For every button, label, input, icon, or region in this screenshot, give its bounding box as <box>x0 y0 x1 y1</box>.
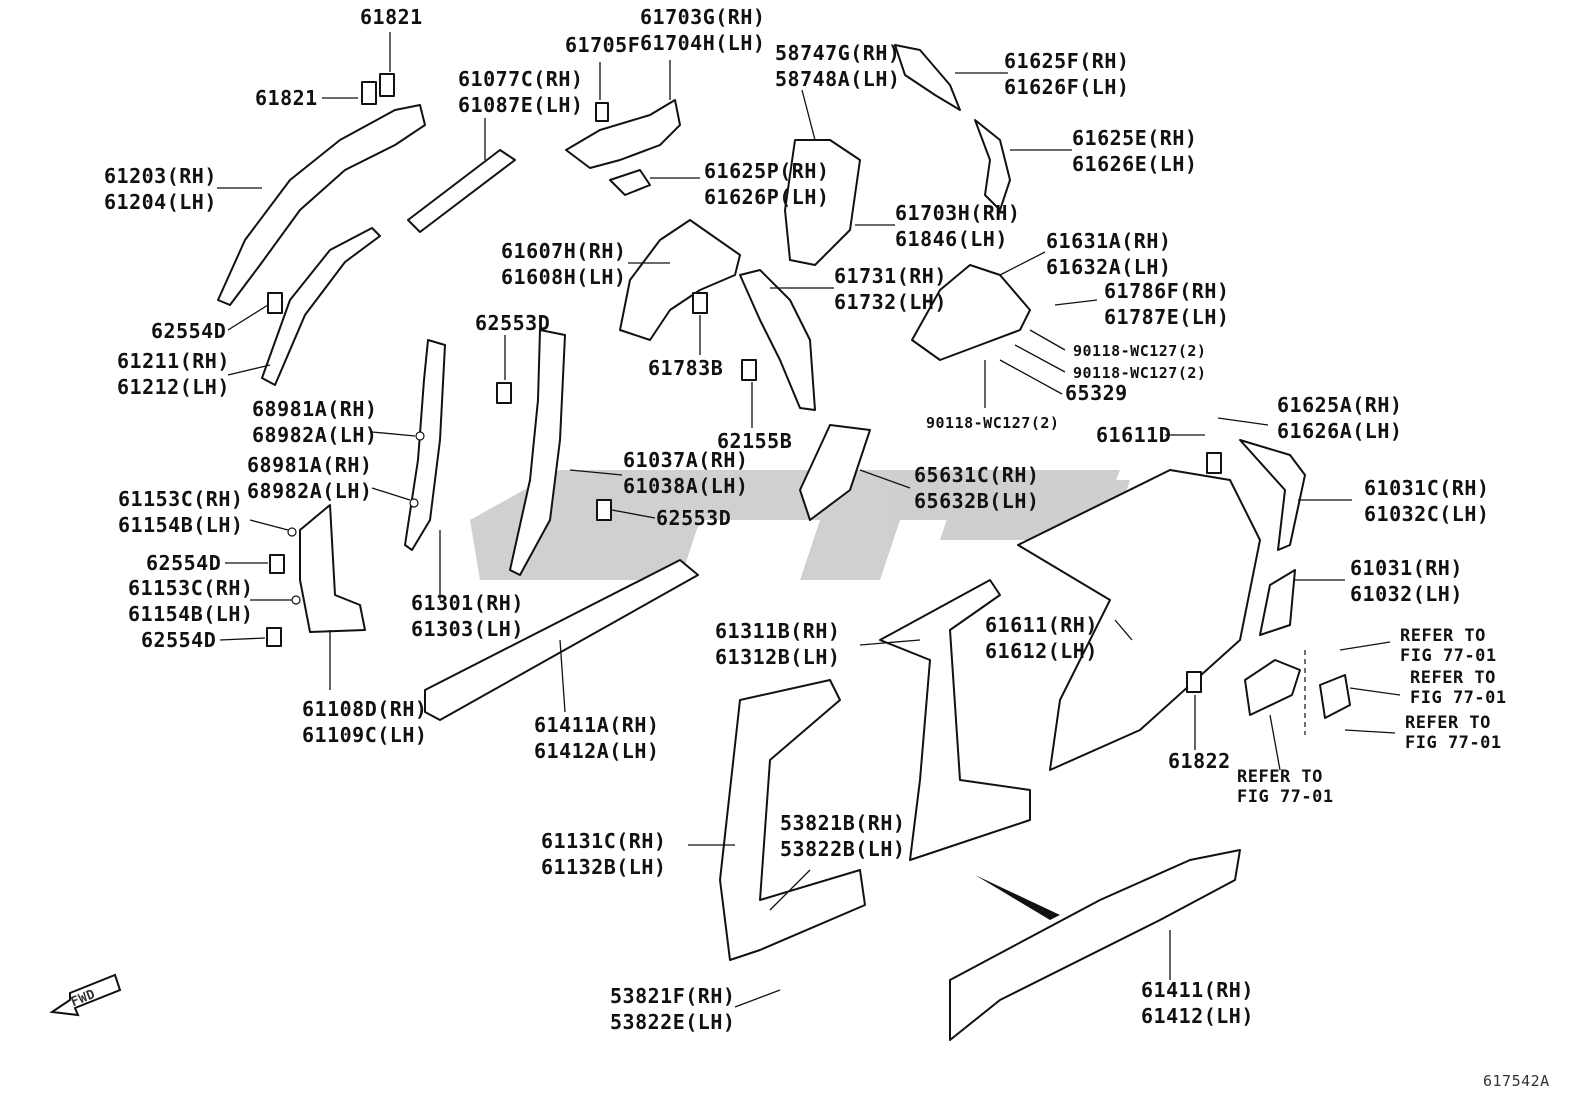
quarter-bracket-upper-part <box>894 44 961 111</box>
part-label-62155B: 62155B <box>717 429 793 453</box>
part-label-61703H: 61703H(RH) 61846(LH) <box>895 201 1021 251</box>
part-label-61631A: 61631A(RH) 61632A(LH) <box>1046 229 1172 279</box>
pad-part <box>692 292 708 314</box>
refer-label-1: REFER TO FIG 77-01 <box>1400 626 1497 666</box>
part-label-90118-b: 90118-WC127(2) <box>1073 364 1207 382</box>
part-label-68981A-b: 68981A(RH) 68982A(LH) <box>247 453 373 503</box>
pad-part <box>741 359 757 381</box>
fuel-housing-part <box>1319 674 1351 719</box>
b-pillar-reinforcement-part <box>509 329 566 576</box>
outer-wheel-arch-part <box>739 269 816 411</box>
part-label-58747G: 58747G(RH) 58748A(LH) <box>775 41 901 91</box>
inner-wheel-arch-part <box>619 219 741 341</box>
pad-part <box>267 292 283 314</box>
fuel-lid-part <box>1244 659 1301 716</box>
part-label-53821F: 53821F(RH) 53822E(LH) <box>610 984 736 1034</box>
part-label-61031C: 61031C(RH) 61032C(LH) <box>1364 476 1490 526</box>
refer-label-3: REFER TO FIG 77-01 <box>1405 713 1502 753</box>
a-pillar-rail-part <box>217 104 426 306</box>
roof-side-rail-part <box>261 227 381 386</box>
part-label-65631C: 65631C(RH) 65632B(LH) <box>914 463 1040 513</box>
part-label-61611: 61611(RH) 61612(LH) <box>985 613 1098 663</box>
part-label-61311B: 61311B(RH) 61312B(LH) <box>715 619 841 669</box>
clip-part <box>409 498 419 508</box>
part-label-61203: 61203(RH) 61204(LH) <box>104 164 217 214</box>
part-label-61301: 61301(RH) 61303(LH) <box>411 591 524 641</box>
refer-label-2: REFER TO FIG 77-01 <box>1410 668 1507 708</box>
part-label-61821-side: 61821 <box>255 86 318 110</box>
part-label-62554D-b: 62554D <box>146 551 222 575</box>
part-label-65329: 65329 <box>1065 381 1128 405</box>
part-label-61131C: 61131C(RH) 61132B(LH) <box>541 829 667 879</box>
part-label-62554D-a: 62554D <box>151 319 227 343</box>
part-label-61607H: 61607H(RH) 61608H(LH) <box>501 239 627 289</box>
clip-part <box>287 527 297 537</box>
refer-label-4: REFER TO FIG 77-01 <box>1237 767 1334 807</box>
pad-part <box>361 81 377 105</box>
b-pillar-outer-part <box>404 339 446 551</box>
rear-pillar-part <box>1239 439 1306 551</box>
part-label-61822: 61822 <box>1168 749 1231 773</box>
part-label-61037A: 61037A(RH) 61038A(LH) <box>623 448 749 498</box>
part-label-61211: 61211(RH) 61212(LH) <box>117 349 230 399</box>
part-label-61625A: 61625A(RH) 61626A(LH) <box>1277 393 1403 443</box>
part-label-61783B: 61783B <box>648 356 724 380</box>
part-label-53821B: 53821B(RH) 53822B(LH) <box>780 811 906 861</box>
part-label-61153C-b: 61153C(RH) 61154B(LH) <box>128 576 254 626</box>
part-label-61031: 61031(RH) 61032(LH) <box>1350 556 1463 606</box>
clip-part <box>415 431 425 441</box>
rocker-outer-part <box>949 849 1241 1041</box>
rear-corner-part <box>1259 569 1296 636</box>
part-label-68981A-a: 68981A(RH) 68982A(LH) <box>252 397 378 447</box>
part-label-62554D-c: 62554D <box>141 628 217 652</box>
part-label-61108D: 61108D(RH) 61109C(LH) <box>302 697 428 747</box>
diagram-code: 617542A <box>1483 1072 1550 1090</box>
part-label-61153C-a: 61153C(RH) 61154B(LH) <box>118 487 244 537</box>
pad-part <box>595 102 609 122</box>
roof-rail-reinforcement-part <box>407 149 516 233</box>
front-pillar-lower-part <box>299 504 366 633</box>
pad-part <box>1206 452 1222 474</box>
part-label-62553D-b: 62553D <box>656 506 732 530</box>
pad-part <box>596 499 612 521</box>
part-label-90118-a: 90118-WC127(2) <box>1073 342 1207 360</box>
fwd-arrow-icon <box>49 973 122 1017</box>
part-label-61705F: 61705F <box>565 33 641 57</box>
pad-part <box>379 73 395 97</box>
pad-part <box>1186 671 1202 693</box>
part-label-61077C: 61077C(RH) 61087E(LH) <box>458 67 584 117</box>
pad-part <box>266 627 282 647</box>
pad-part <box>269 554 285 574</box>
part-label-90118-c: 90118-WC127(2) <box>926 414 1060 432</box>
front-pillar-outer-part <box>719 679 866 961</box>
part-label-61786F: 61786F(RH) 61787E(LH) <box>1104 279 1230 329</box>
wheelhouse-extension-part <box>565 99 681 169</box>
part-label-61411A: 61411A(RH) 61412A(LH) <box>534 713 660 763</box>
part-label-61411: 61411(RH) 61412(LH) <box>1141 978 1254 1028</box>
bracket-part <box>609 169 651 196</box>
pillar-brace-part <box>784 139 861 266</box>
part-label-61611D: 61611D <box>1096 423 1172 447</box>
part-label-62553D-a: 62553D <box>475 311 551 335</box>
center-pillar-outer-part <box>879 579 1031 861</box>
clip-part <box>291 595 301 605</box>
part-label-61625E: 61625E(RH) 61626E(LH) <box>1072 126 1198 176</box>
part-label-61731: 61731(RH) 61732(LH) <box>834 264 947 314</box>
roof-side-inner-part <box>799 424 871 521</box>
rocker-panel-inner-part <box>424 559 699 721</box>
leader-lines <box>217 32 1401 1008</box>
pad-part <box>496 382 512 404</box>
part-label-61625P: 61625P(RH) 61626P(LH) <box>704 159 830 209</box>
quarter-bracket-part <box>974 119 1011 211</box>
direction-arrow <box>975 875 1060 920</box>
rear-panel-part <box>911 264 1031 361</box>
part-label-61821: 61821 <box>360 5 423 29</box>
part-label-61703G: 61703G(RH) 61704H(LH) <box>640 5 766 55</box>
part-label-61625F: 61625F(RH) 61626F(LH) <box>1004 49 1130 99</box>
